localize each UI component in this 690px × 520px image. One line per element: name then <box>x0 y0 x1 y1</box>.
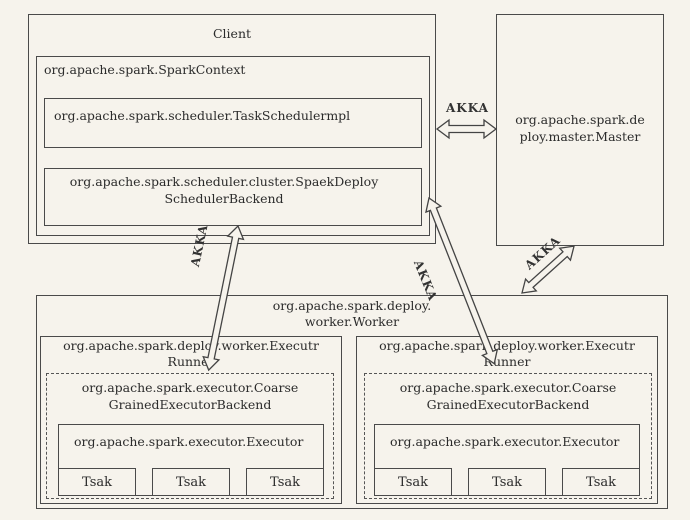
arrow-runner1-backend <box>202 224 245 372</box>
master-box <box>496 14 664 246</box>
coarse-backend-label-1: org.apache.spark.executor.Coarse <box>399 380 617 395</box>
task-box: Tsak <box>246 468 324 496</box>
executor-runner-box <box>356 336 658 504</box>
master-label-2: ploy.master.Master <box>519 129 641 144</box>
arrow-master-worker <box>521 245 575 294</box>
coarse-backend-box <box>364 373 652 499</box>
arrow-client-master <box>435 118 498 140</box>
executor-runner-label-2: Runner <box>167 354 215 369</box>
master-label-1: org.apache.spark.de <box>515 112 645 127</box>
task-box: Tsak <box>562 468 640 496</box>
akka-label-client-master: AKKA <box>446 101 489 115</box>
coarse-backend-label-2: GrainedExecutorBackend <box>426 397 590 412</box>
task-box: Tsak <box>58 468 136 496</box>
scheduler-backend-box <box>44 168 422 226</box>
worker-label-2: worker.Worker <box>304 314 400 329</box>
executor-label: org.apache.spark.executor.Executor <box>74 434 304 449</box>
coarse-backend-box <box>46 373 334 499</box>
worker-box <box>36 295 668 509</box>
spark-context-label: org.apache.spark.SparkContext <box>44 62 246 77</box>
scheduler-backend-label-2: SchedulerBackend <box>164 191 284 206</box>
client-title: Client <box>212 26 252 41</box>
coarse-backend-label-2: GrainedExecutorBackend <box>108 397 272 412</box>
arrow-runner2-backend <box>425 196 499 365</box>
executor-runner-label-1: org.apache.spark.deploy.worker.Executr <box>63 338 319 353</box>
executor-label: org.apache.spark.executor.Executor <box>390 434 620 449</box>
task-scheduler-label: org.apache.spark.scheduler.TaskScheduler… <box>54 108 351 123</box>
task-box: Tsak <box>374 468 452 496</box>
task-box: Tsak <box>152 468 230 496</box>
coarse-backend-label-1: org.apache.spark.executor.Coarse <box>81 380 299 395</box>
executor-runner-box <box>40 336 342 504</box>
task-box: Tsak <box>468 468 546 496</box>
executor-runner-label-1: org.apache.spark.deploy.worker.Executr <box>379 338 635 353</box>
task-scheduler-box <box>44 98 422 148</box>
scheduler-backend-label-1: org.apache.spark.scheduler.cluster.Spaek… <box>69 174 379 189</box>
worker-label-1: org.apache.spark.deploy. <box>272 298 432 313</box>
